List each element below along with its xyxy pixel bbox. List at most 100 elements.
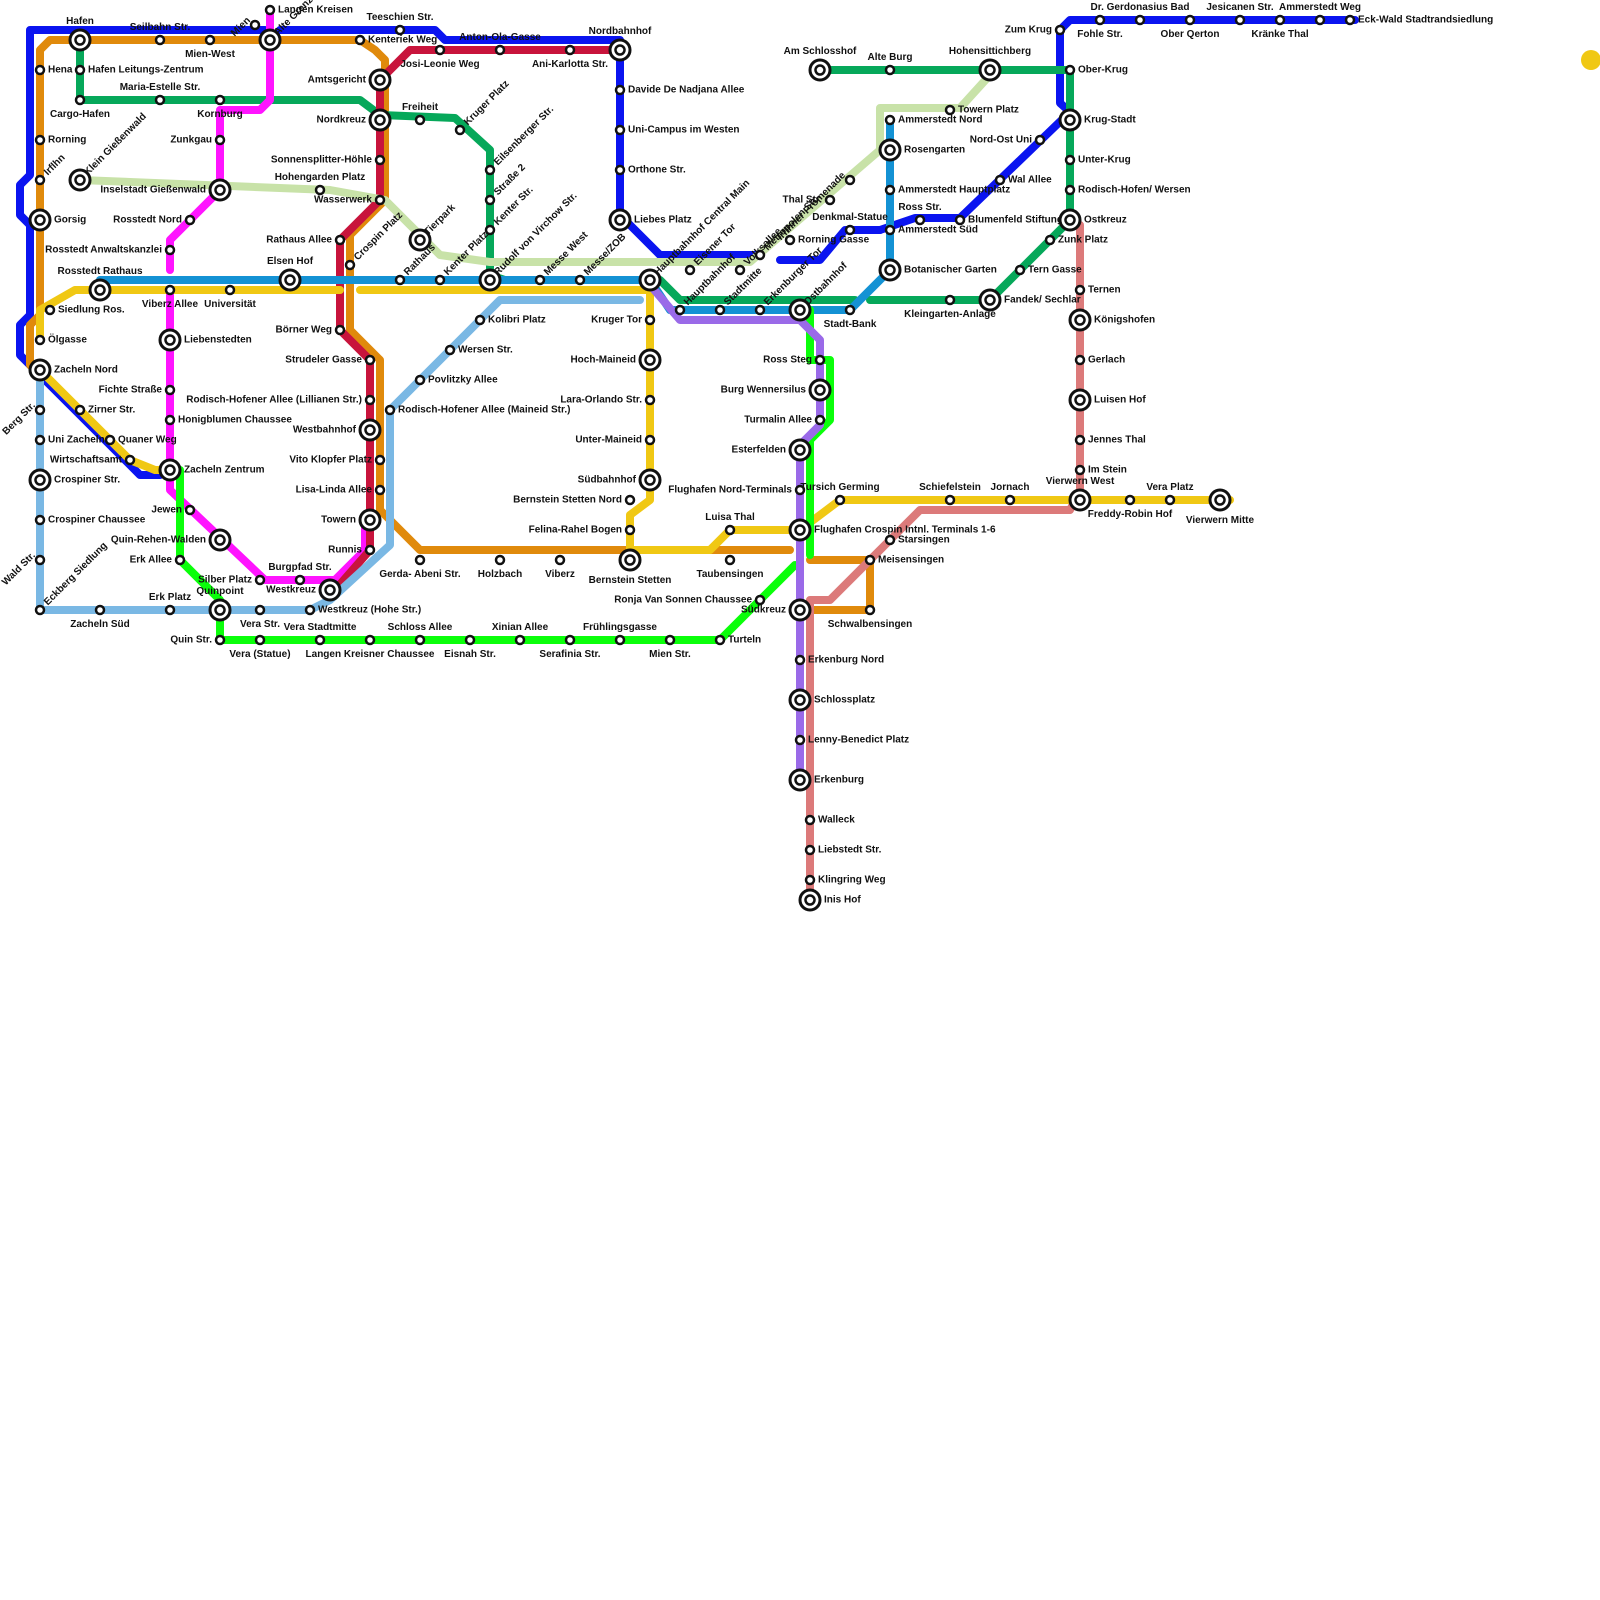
station-walleck[interactable]: Walleck: [806, 815, 855, 826]
station-meisensingen[interactable]: Meisensingen: [866, 555, 944, 566]
station-sonnensplitter-hohle[interactable]: Sonnensplitter-Höhle: [271, 155, 384, 166]
station-erk-allee[interactable]: Erk Allee: [130, 555, 184, 566]
station-liebenstedten[interactable]: Liebenstedten: [160, 330, 252, 350]
station-ostkreuz[interactable]: Ostkreuz: [1060, 210, 1127, 230]
station-mien[interactable]: Mien: [229, 15, 259, 39]
station-crospiner-str[interactable]: Crospiner Str.: [30, 470, 120, 490]
station-wirtschaftsamt[interactable]: Wirtschaftsamt: [50, 455, 134, 466]
station-quinpoint[interactable]: Quinpoint: [196, 586, 244, 620]
station-tierpark[interactable]: Tierpark: [410, 202, 458, 250]
station-hohensittichberg[interactable]: Hohensittichberg: [949, 46, 1031, 80]
station-gerda-abeni-str[interactable]: Gerda- Abeni Str.: [379, 556, 461, 580]
station-hafen-leitungs-zentrum[interactable]: Hafen Leitungs-Zentrum: [76, 65, 204, 76]
station-jewen[interactable]: Jewen: [151, 505, 194, 516]
station-runnis[interactable]: Runnis: [328, 545, 374, 556]
station-uni-zacheln[interactable]: Uni Zacheln: [36, 435, 105, 446]
station-bernstein-stetten-nord[interactable]: Bernstein Stetten Nord: [513, 495, 634, 506]
station-honigblumen-chaussee[interactable]: Honigblumen Chaussee: [166, 415, 292, 426]
station-liebstedt-str[interactable]: Liebstedt Str.: [806, 845, 882, 856]
station-fandek-sechlar[interactable]: Fandek/ Sechlar: [980, 290, 1081, 310]
station-westbahnhof[interactable]: Westbahnhof: [293, 420, 380, 440]
station-westkreuz-hohe-str[interactable]: Westkreuz (Hohe Str.): [306, 605, 421, 616]
station-taubensingen[interactable]: Taubensingen: [696, 556, 763, 580]
station-lisa-linda-allee[interactable]: Lisa-Linda Allee: [296, 485, 384, 496]
station-quin-rehen-walden[interactable]: Quin-Rehen-Walden: [111, 530, 230, 550]
station-zacheln-zentrum[interactable]: Zacheln Zentrum: [160, 460, 265, 480]
station-vierwern-mitte[interactable]: Vierwern Mitte: [1186, 490, 1255, 526]
station-ternen[interactable]: Ternen: [1076, 285, 1121, 296]
station-felina-rahel-bogen[interactable]: Felina-Rahel Bogen: [529, 525, 634, 536]
station-povlitzky-allee[interactable]: Povlitzky Allee: [416, 375, 498, 386]
station-davide-de-nadjana-allee[interactable]: Davide De Nadjana Allee: [616, 85, 745, 96]
station-kruger-tor[interactable]: Kruger Tor: [591, 315, 654, 326]
station-ober-krug[interactable]: Ober-Krug: [1066, 65, 1128, 76]
station-lenny-benedict-platz[interactable]: Lenny-Benedict Platz: [796, 735, 909, 746]
station-ammerstedt-hauptplatz[interactable]: Ammerstedt Hauptplatz: [886, 185, 1010, 196]
station-turteln[interactable]: Turteln: [716, 635, 761, 646]
station-hena[interactable]: Hena: [36, 65, 73, 76]
station-krug-stadt[interactable]: Krug-Stadt: [1060, 110, 1136, 130]
station-am-schlosshof[interactable]: Am Schlosshof: [784, 46, 857, 80]
station-inis-hof[interactable]: Inis Hof: [800, 890, 861, 910]
station-vierwern-west[interactable]: Vierwern West: [1046, 476, 1115, 510]
station-zum-krug[interactable]: Zum Krug: [1005, 25, 1064, 36]
station-erkenburg-nord[interactable]: Erkenburg Nord: [796, 655, 884, 666]
station-rosstedt-anwaltskanzlei[interactable]: Rosstedt Anwaltskanzlei: [45, 245, 174, 256]
station-erkenburg[interactable]: Erkenburg: [790, 770, 864, 790]
station-lara-orlando-str[interactable]: Lara-Orlando Str.: [560, 395, 654, 406]
station-rodisch-hofener-allee-lillianen-str[interactable]: Rodisch-Hofener Allee (Lillianen Str.): [186, 395, 374, 406]
station-elsen-hof[interactable]: Elsen Hof: [267, 256, 314, 290]
station-burg-wennersilus[interactable]: Burg Wennersilus: [721, 380, 830, 400]
station-flughafen-nord-terminals[interactable]: Flughafen Nord-Terminals: [668, 485, 804, 496]
station-nordkreuz[interactable]: Nordkreuz: [317, 110, 390, 130]
station-bernstein-stetten[interactable]: Bernstein Stetten: [589, 550, 672, 586]
station-schlossplatz[interactable]: Schlossplatz: [790, 690, 875, 710]
station-sudbahnhof[interactable]: Südbahnhof: [578, 470, 660, 490]
station-gerlach[interactable]: Gerlach: [1076, 355, 1125, 366]
station-gorsig[interactable]: Gorsig: [30, 210, 86, 230]
station-jennes-thal[interactable]: Jennes Thal: [1076, 435, 1146, 446]
station-rorning-gasse[interactable]: Rorning Gasse: [786, 235, 870, 246]
station-botanischer-garten[interactable]: Botanischer Garten: [880, 260, 997, 280]
station-rosstedt-nord[interactable]: Rosstedt Nord: [113, 215, 194, 226]
station-rathaus-allee[interactable]: Rathaus Allee: [266, 235, 344, 246]
station-orthone-str[interactable]: Orthone Str.: [616, 165, 686, 176]
station-esterfelden[interactable]: Esterfelden: [732, 440, 810, 460]
station-silber-platz[interactable]: Silber Platz: [198, 575, 264, 586]
station-uni-campus-im-westen[interactable]: Uni-Campus im Westen: [616, 125, 740, 136]
station-ammerstedt-sud[interactable]: Ammerstedt Süd: [886, 225, 978, 236]
station-rudolf-von-virchow-str[interactable]: Rudolf von Virchow Str.: [480, 190, 580, 290]
station-luisen-hof[interactable]: Luisen Hof: [1070, 390, 1146, 410]
station-eckberg-siedlung[interactable]: Eckberg Siedlung: [36, 540, 110, 614]
station-zacheln-nord[interactable]: Zacheln Nord: [30, 360, 118, 380]
station-rosengarten[interactable]: Rosengarten: [880, 140, 965, 160]
station-rodisch-hofener-allee-maineid-str[interactable]: Rodisch-Hofener Allee (Maineid Str.): [386, 405, 570, 416]
station-holzbach[interactable]: Holzbach: [478, 556, 522, 580]
station-unter-krug[interactable]: Unter-Krug: [1066, 155, 1131, 166]
station-kenteriek-weg[interactable]: Kenteriek Weg: [356, 35, 437, 46]
station-borner-weg[interactable]: Börner Weg: [276, 325, 345, 336]
station-amtsgericht[interactable]: Amtsgericht: [308, 70, 390, 90]
station-ammerstedt-nord[interactable]: Ammerstedt Nord: [886, 115, 982, 126]
station-konigshofen[interactable]: Königshofen: [1070, 310, 1155, 330]
station-zunkgau[interactable]: Zunkgau: [170, 135, 224, 146]
station-eck-wald-stadtrandsiedlung[interactable]: Eck-Wald Stadtrandsiedlung: [1346, 15, 1493, 26]
station-liebes-platz[interactable]: Liebes Platz: [610, 210, 692, 230]
station-strudeler-gasse[interactable]: Strudeler Gasse: [285, 355, 374, 366]
station-rodisch-hofen-wersen[interactable]: Rodisch-Hofen/ Wersen: [1066, 185, 1191, 196]
stations-layer: HafenSeilbahn Str.Mien-WestMienLangen Kr…: [0, 0, 1493, 910]
station-hoch-maineid[interactable]: Hoch-Maineid: [570, 350, 660, 370]
station-fichte-stra-e[interactable]: Fichte Straße: [99, 385, 174, 396]
station-vito-klopfer-platz[interactable]: Vito Klopfer Platz: [289, 455, 384, 466]
station-rorning[interactable]: Rorning: [36, 135, 86, 146]
station-klingring-weg[interactable]: Klingring Weg: [806, 875, 886, 886]
station-quin-str[interactable]: Quin Str.: [170, 635, 224, 646]
station-hauptbahnhof-central-main[interactable]: Hauptbahnhof Central Main: [640, 178, 752, 290]
station-turmalin-allee[interactable]: Turmalin Allee: [744, 415, 824, 426]
station-crospin-platz[interactable]: Crospin Platz: [346, 210, 405, 269]
station-siedlung-ros[interactable]: Siedlung Ros.: [46, 305, 125, 316]
station-towern[interactable]: Towern: [321, 510, 380, 530]
station-viberz[interactable]: Viberz: [545, 556, 575, 580]
station-crospiner-chaussee[interactable]: Crospiner Chaussee: [36, 515, 146, 526]
station-unter-maineid[interactable]: Unter-Maineid: [575, 435, 654, 446]
